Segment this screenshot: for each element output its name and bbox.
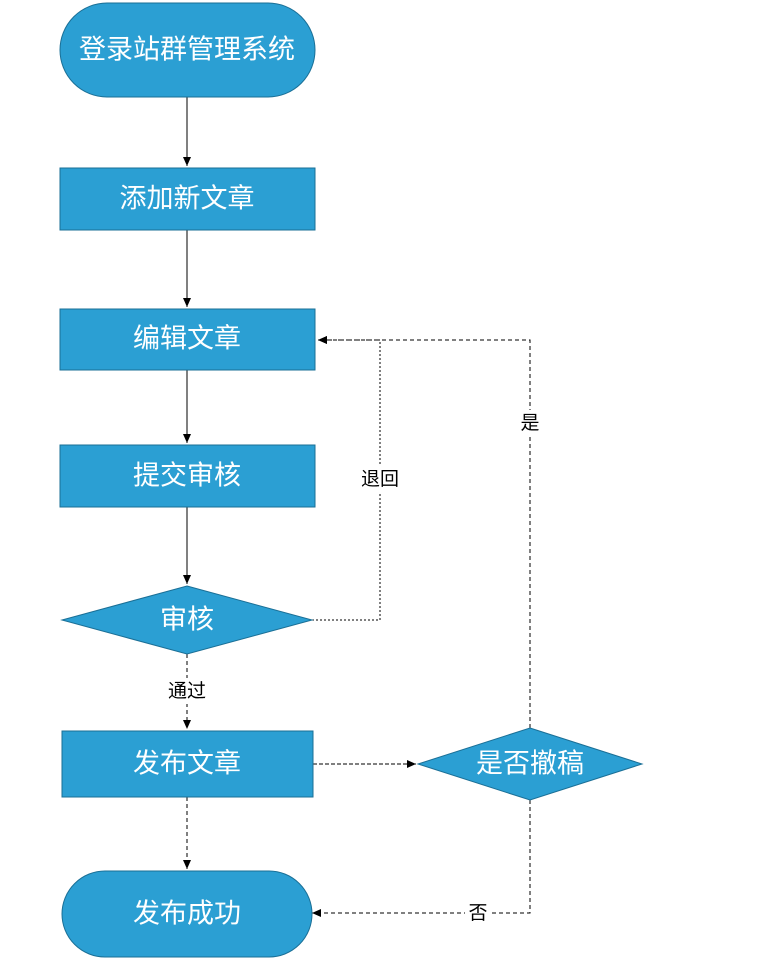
node-add-article-label: 添加新文章 [120, 184, 255, 215]
label-no: 否 [465, 900, 491, 926]
node-withdraw-decision-label: 是否撤稿 [476, 749, 584, 780]
label-return: 退回 [355, 466, 405, 492]
label-pass-text: 通过 [168, 680, 206, 702]
label-yes-text: 是 [520, 412, 539, 434]
node-publish-success-label: 发布成功 [133, 899, 241, 930]
node-publish-article-label: 发布文章 [133, 749, 241, 780]
node-submit-review: 提交审核 [59, 444, 316, 508]
node-login-label: 登录站群管理系统 [79, 35, 295, 66]
label-no-text: 否 [468, 902, 487, 924]
node-edit-article-label: 编辑文章 [133, 324, 241, 355]
node-edit-article: 编辑文章 [59, 308, 316, 371]
node-publish-article: 发布文章 [61, 730, 314, 798]
node-review-decision: 审核 [60, 585, 314, 655]
node-submit-review-label: 提交审核 [133, 461, 241, 492]
node-review-decision-label: 审核 [160, 605, 214, 636]
edge-withdraw-no-to-success [312, 800, 531, 917]
edge-withdraw-yes-to-edit [318, 336, 531, 728]
label-yes: 是 [517, 410, 543, 436]
node-add-article: 添加新文章 [59, 167, 316, 231]
label-return-text: 退回 [361, 468, 399, 490]
node-publish-success: 发布成功 [61, 870, 313, 958]
node-withdraw-decision: 是否撤稿 [416, 727, 644, 801]
node-login: 登录站群管理系统 [59, 2, 316, 98]
label-pass: 通过 [162, 678, 212, 704]
